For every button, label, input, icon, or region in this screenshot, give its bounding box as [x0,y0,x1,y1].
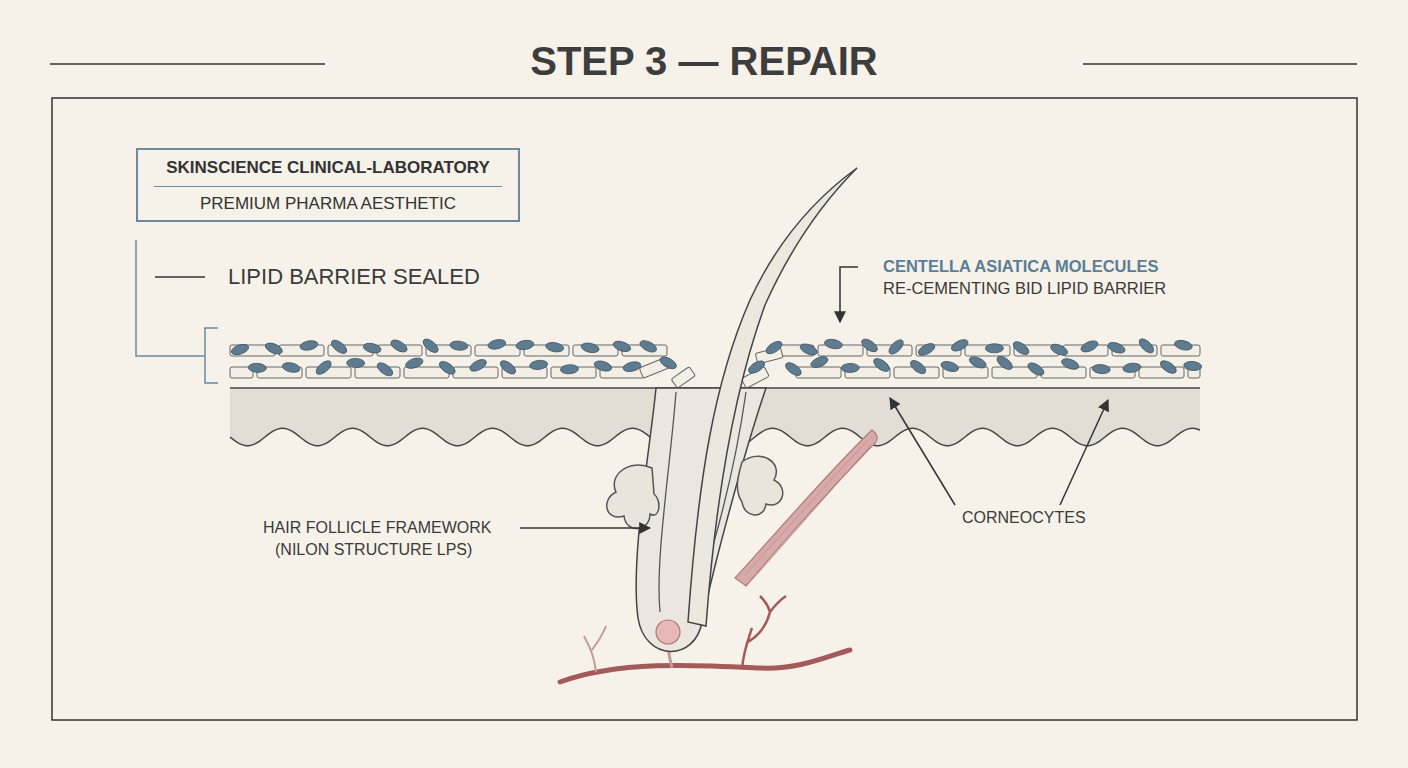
centella-molecule [968,355,988,371]
centella-molecule [764,339,784,356]
centella-molecule [860,337,880,355]
centella-molecule [515,339,534,351]
centella-molecule [389,338,409,355]
leader-arrow [890,398,955,505]
centella-molecule [1122,362,1141,373]
centella-molecule [1106,340,1126,355]
leader-arrow [520,527,650,529]
brand-tagline: PREMIUM PHARMA AESTHETIC [138,187,518,220]
centella-molecule [487,338,506,351]
centella-molecule [1174,339,1194,352]
centella-molecule [1026,360,1046,377]
corneocyte-brick [671,367,695,389]
centella-molecules [230,336,1202,378]
corneocyte-brick [1139,367,1184,378]
centella-molecule [347,358,365,367]
sebaceous-gland [737,456,782,515]
corneocyte-brick [355,367,400,378]
centella-molecule [887,337,906,356]
centella-molecule [1049,342,1069,358]
centella-molecule [560,364,579,374]
bracket-line [136,240,205,356]
centella-molecule [498,358,518,376]
centella-molecule [995,354,1015,372]
centella-molecule [622,360,642,373]
centella-molecule [985,344,1003,353]
leader-arrow [840,267,858,322]
centella-molecule [329,338,349,356]
blood-vessel [560,650,850,682]
leader-line [155,276,205,278]
centella-molecule [908,358,928,376]
callout-label: RE-CEMENTING BID LIPID BARRIER [883,279,1166,299]
leader-arrow [1060,400,1108,505]
centella-molecule [281,361,300,374]
centella-molecule [917,341,937,357]
callout-label: CENTELLA ASIATICA MOLECULES [883,257,1159,277]
centella-molecule [809,354,829,369]
centella-molecule [314,358,334,376]
brand-box: SKINSCIENCE CLINICAL-LABORATORYPREMIUM P… [136,148,520,222]
corneocyte-brick [1041,367,1086,378]
outer-frame [52,98,1357,720]
sebaceous-gland [607,465,659,528]
centella-molecule [1060,357,1080,372]
centella-molecule [658,355,678,372]
brand-divider [154,186,502,187]
centella-molecule [248,363,266,373]
corneocyte-brick [796,367,841,378]
centella-molecule [612,339,632,353]
centella-molecule [950,337,970,353]
title-rule [1083,63,1357,65]
centella-molecule [421,337,441,355]
centella-molecule [449,340,468,351]
brand-name: SKINSCIENCE CLINICAL-LABORATORY [138,150,518,186]
centella-molecule [799,342,819,357]
callout-label: CORNEOCYTES [962,508,1086,527]
hair-shaft [688,168,857,626]
centella-molecule [638,338,658,354]
centella-molecule [1137,336,1156,355]
centella-molecule [747,358,767,375]
diagram-title: STEP 3 — REPAIR [0,37,1408,85]
centella-molecule [1011,339,1031,357]
bracket [205,328,218,383]
callout-label: HAIR FOLLICLE FRAMEWORK [263,518,491,537]
layer-label: LIPID BARRIER SEALED [228,264,480,290]
centella-molecule [841,363,859,372]
capillary [584,626,606,672]
centella-molecule [1092,364,1111,375]
centella-molecule [437,359,457,377]
centella-molecule [468,357,488,373]
arrector-pili-muscle [735,430,877,586]
centella-molecule [1079,339,1099,355]
centella-molecule [580,342,599,355]
centella-molecule [362,342,382,355]
centella-molecule [783,360,803,378]
centella-molecule [375,360,395,378]
callout-label: (NILON STRUCTURE LPS) [275,540,472,559]
centella-molecule [545,341,564,353]
centella-molecule [940,360,960,374]
centella-molecule [299,339,318,351]
centella-molecule [404,356,424,370]
centella-molecule [1183,361,1202,372]
title-rule [50,63,325,65]
centella-molecule [593,359,613,373]
centella-molecule [1158,358,1178,375]
centella-molecule [230,342,250,356]
centella-molecule [264,341,284,356]
centella-molecule [824,338,843,350]
centella-molecule [872,356,892,374]
capillary [742,596,786,668]
centella-molecule [529,359,548,370]
dermal-papilla [656,620,680,644]
